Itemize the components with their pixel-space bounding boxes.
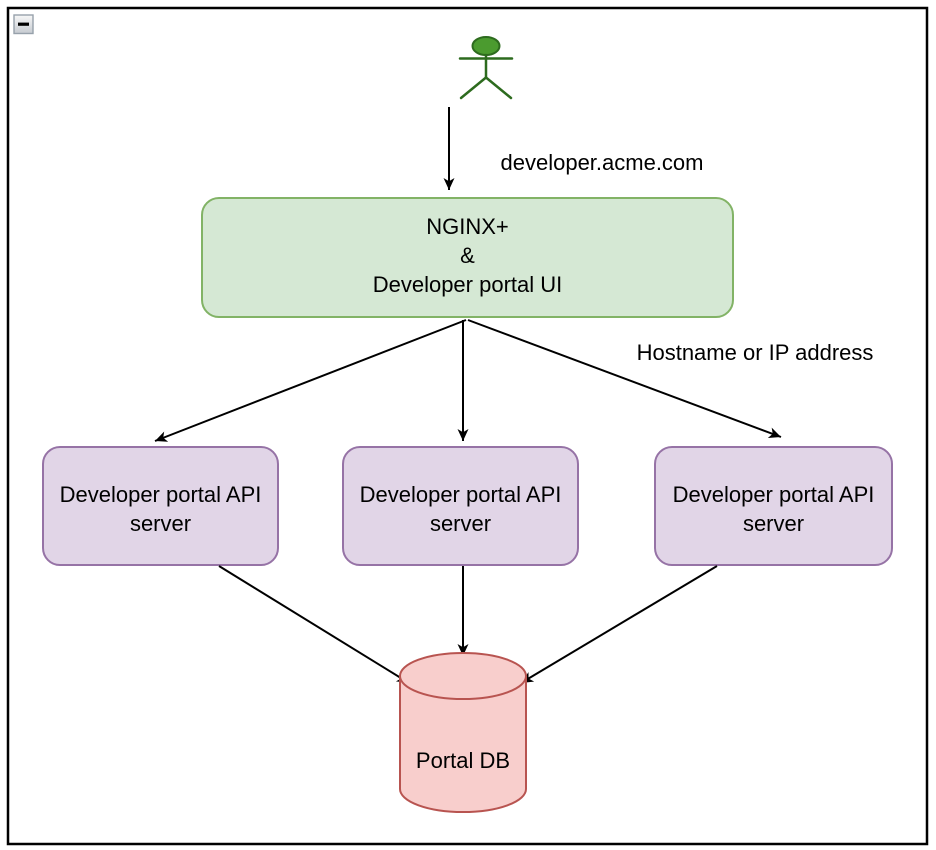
gateway-label-line2: & [460,243,475,268]
node-api-server-right[interactable]: Developer portal API server [654,446,893,566]
actor-head [471,36,501,56]
actor-leg-right [484,76,513,100]
api-server-box [42,446,279,566]
database-cylinder-body [399,652,527,813]
edge-gateway-to-api-right[interactable] [467,319,782,438]
node-database[interactable]: Portal DB [399,652,527,813]
actor-leg-left [459,76,488,100]
api-server-label-line2: server [743,511,804,536]
edge-label-domain[interactable]: developer.acme.com [501,150,704,175]
gateway-box [201,197,734,318]
gateway-label-line1: NGINX+ [426,214,509,239]
gateway-label-line3: Developer portal UI [373,272,563,297]
minus-icon [18,22,29,26]
api-server-label-line1: Developer portal API [360,482,562,507]
api-server-label-line1: Developer portal API [673,482,875,507]
api-server-label-line1: Developer portal API [60,482,262,507]
user-actor-shape[interactable] [458,36,514,100]
database-label: Portal DB [416,748,510,773]
api-server-box [342,446,579,566]
api-server-box [654,446,893,566]
group-frame [6,6,929,846]
collapse-button[interactable] [13,14,34,35]
api-server-label-line2: server [430,511,491,536]
node-api-server-left[interactable]: Developer portal API server [42,446,279,566]
node-gateway[interactable]: NGINX+ & Developer portal UI [201,197,734,318]
api-server-label-line2: server [130,511,191,536]
edge-label-routing[interactable]: Hostname or IP address [637,340,874,365]
edge-api-right-to-db[interactable] [520,565,718,684]
database-cylinder-top-rim [399,675,527,700]
edge-api-left-to-db[interactable] [218,565,410,684]
node-api-server-middle[interactable]: Developer portal API server [342,446,579,566]
edge-gateway-to-api-left[interactable] [154,319,467,442]
